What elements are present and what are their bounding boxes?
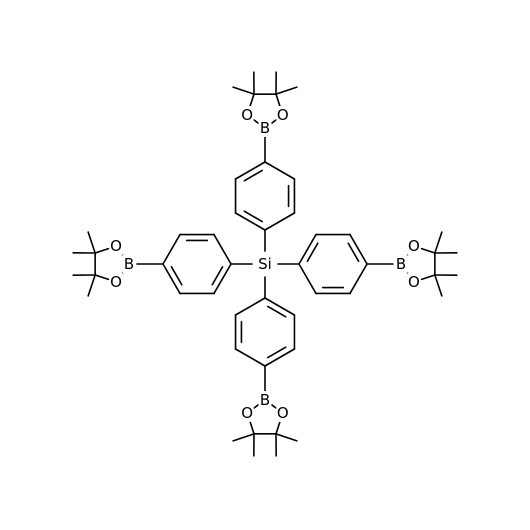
- arm-right-ring-bond: [349, 233, 368, 265]
- arm-left-oxygen-label-background: [109, 272, 123, 291]
- arm-right-oc-bond: [420, 247, 436, 254]
- arm-top-boron-label-background: [258, 119, 272, 137]
- arm-right-methyl-bond: [434, 231, 443, 254]
- arm-right-ring-double-bond: [306, 242, 319, 262]
- arm-bottom-methyl-bond: [232, 433, 255, 442]
- arm-left-ring-bond: [213, 263, 232, 295]
- arm-bottom-ring-double-bond: [267, 346, 287, 359]
- arm-left-oxygen-label-group: O: [109, 272, 123, 291]
- arm-left-ring-double-bond: [211, 266, 224, 286]
- arm-top-oxygen-label-background: [276, 106, 290, 125]
- arm-top-ring-double-bond: [243, 210, 263, 223]
- arm-bottom-ring-bond: [264, 297, 296, 316]
- arm-bottom-ring-bond: [234, 348, 266, 367]
- bonds-layer: [72, 71, 458, 457]
- arm-right-oxygen-label-group: O: [407, 272, 421, 291]
- arm-bottom-boron-label-group: B: [258, 391, 272, 409]
- arm-right-boron-label-background: [394, 255, 408, 273]
- arm-bottom-oc-bond: [248, 419, 255, 435]
- arm-top-ring-bond: [264, 212, 296, 231]
- arm-bottom-oxygen-label: O: [241, 404, 253, 422]
- arm-top-ring-double-bond: [243, 169, 263, 182]
- arm-top-methyl-bond: [275, 86, 298, 95]
- arm-left-oxygen-label: O: [110, 273, 122, 291]
- arm-left-methyl-bond: [87, 274, 96, 297]
- arm-top-oc-bond: [248, 93, 255, 109]
- arm-right-oxygen-label: O: [408, 273, 420, 291]
- arm-bottom-bo-bond: [252, 403, 260, 410]
- arm-left-oc-bond: [94, 247, 110, 254]
- arm-bottom-ring-double-bond: [267, 305, 287, 318]
- silicon-label-background: [254, 255, 276, 273]
- arm-right-oxygen-label-group: O: [407, 237, 421, 256]
- arm-top-oxygen-label: O: [241, 106, 253, 124]
- arm-top-oxygen-label-group: O: [276, 106, 290, 125]
- arm-top-boron-label-group: B: [258, 119, 272, 137]
- arm-top-bo-bond: [252, 118, 260, 125]
- arm-left-oc-bond: [94, 274, 110, 281]
- arm-right-methyl-bond: [434, 274, 443, 297]
- arm-left-oxygen-label-group: O: [109, 237, 123, 256]
- arm-right-ring-double-bond: [347, 242, 360, 262]
- silicon-label-group: Si: [254, 255, 276, 273]
- arm-top-ring-bond: [264, 161, 296, 180]
- arm-right-oxygen-label: O: [408, 237, 420, 255]
- arm-top-oc-bond: [275, 93, 282, 109]
- arm-right-boron-label: B: [396, 255, 406, 273]
- arm-left-boron-label-group: B: [122, 255, 136, 273]
- arm-top-ring-bond: [234, 161, 266, 180]
- silicon-label: Si: [258, 255, 272, 273]
- arm-left-boron-label: B: [124, 255, 134, 273]
- arm-right-boron-label-group: B: [394, 255, 408, 273]
- arm-left-oxygen-label: O: [110, 237, 122, 255]
- arm-bottom-oxygen-label: O: [277, 404, 289, 422]
- arm-left-oxygen-label-background: [109, 237, 123, 256]
- arm-top-boron-label: B: [260, 119, 270, 137]
- arm-top-oxygen-label: O: [277, 106, 289, 124]
- arm-left-ring-bond: [162, 263, 181, 295]
- arm-right-ring-bond: [298, 233, 317, 265]
- arm-right-ring-bond: [298, 263, 317, 295]
- arm-top-oxygen-label-group: O: [240, 106, 254, 125]
- arm-top-bo-bond: [270, 118, 278, 125]
- arm-left-ring-bond: [162, 233, 181, 265]
- arm-bottom-oxygen-label-group: O: [276, 403, 290, 422]
- arm-bottom-oxygen-label-group: O: [240, 403, 254, 422]
- arm-bottom-ring-bond: [264, 348, 296, 367]
- arm-right-oc-bond: [420, 274, 436, 281]
- arm-left-boron-label-background: [122, 255, 136, 273]
- arm-left-methyl-bond: [87, 231, 96, 254]
- arm-right-ring-bond: [349, 263, 368, 295]
- arm-bottom-oc-bond: [275, 419, 282, 435]
- arm-right-oxygen-label-background: [407, 272, 421, 291]
- arm-bottom-boron-label: B: [260, 391, 270, 409]
- arm-bottom-ring-bond: [234, 297, 266, 316]
- arm-left-ring-double-bond: [170, 266, 183, 286]
- arm-bottom-oxygen-label-background: [240, 403, 254, 422]
- arm-bottom-bo-bond: [270, 403, 278, 410]
- arm-top-methyl-bond: [232, 86, 255, 95]
- arm-top-ring-bond: [234, 212, 266, 231]
- arm-bottom-methyl-bond: [275, 433, 298, 442]
- arm-right-oxygen-label-background: [407, 237, 421, 256]
- arm-bottom-oxygen-label-background: [276, 403, 290, 422]
- arm-top-oxygen-label-background: [240, 106, 254, 125]
- arm-bottom-boron-label-background: [258, 391, 272, 409]
- arm-left-ring-bond: [213, 233, 232, 265]
